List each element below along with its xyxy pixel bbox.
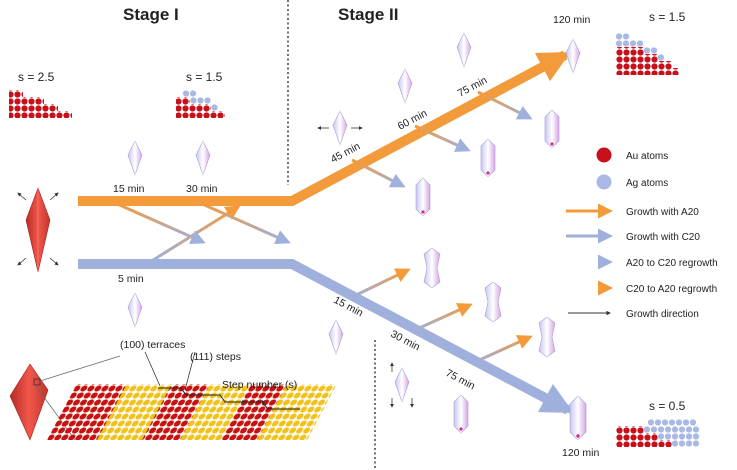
branch-15 <box>351 268 411 299</box>
stage-2-title: Stage II <box>338 5 398 24</box>
branch-30 <box>414 303 473 332</box>
time-15-orange: 15 min <box>113 183 145 195</box>
step-label-top-mid: s = 1.5 <box>186 70 223 84</box>
step-label-top-left: s = 2.5 <box>18 70 55 84</box>
crystal-waist-15 <box>423 247 441 289</box>
facet-illustration <box>9 351 337 441</box>
orange-growth-path <box>78 50 571 206</box>
step-label-bottom-right: s = 0.5 <box>649 399 686 413</box>
crystal-120min-top <box>565 38 581 74</box>
time-120-top: 120 min <box>553 14 591 26</box>
crystal-rod-60 <box>480 138 496 178</box>
atom-stack-top-right <box>615 33 679 75</box>
legend-c20-label: Growth with C20 <box>626 232 700 243</box>
crystal-45min <box>332 110 348 146</box>
label-steps: (111) steps <box>190 351 241 363</box>
legend-ag-label: Ag atoms <box>626 178 668 189</box>
crystal-30min <box>195 140 211 176</box>
atom-stack-top-left <box>9 90 72 118</box>
crystal-30min-blue <box>394 367 410 403</box>
branch-45 <box>351 158 406 188</box>
growth-direction-arrows-30 <box>390 362 414 408</box>
branch-75 <box>477 90 533 120</box>
legend-a20-label: Growth with A20 <box>626 207 699 218</box>
crystal-60min <box>397 68 413 104</box>
branch-75-blue <box>474 335 533 364</box>
legend-direction-label: Growth direction <box>626 309 699 320</box>
crystal-120min-bottom <box>569 395 587 441</box>
seed-crystal <box>25 187 51 273</box>
crystal-15min <box>127 140 143 176</box>
crystal-waist-75 <box>538 316 556 358</box>
atom-stack-bottom-right <box>616 419 700 447</box>
crystal-75min <box>456 32 472 68</box>
branch-60 <box>414 124 471 152</box>
legend-ag-swatch <box>596 174 612 190</box>
legend-au-swatch <box>596 147 612 163</box>
legend-c20-a20-label: C20 to A20 regrowth <box>626 284 717 295</box>
step-label-top-right: s = 1.5 <box>649 10 686 24</box>
crystal-5min <box>127 292 143 328</box>
time-75-blue: 75 min <box>444 367 478 392</box>
crystal-waist-30 <box>484 281 502 323</box>
crystal-rod-45 <box>415 177 431 217</box>
crystal-15min-blue <box>328 319 344 355</box>
legend-au-label: Au atoms <box>626 151 668 162</box>
a20-to-c20-arrow-stage1-b <box>199 201 291 244</box>
time-30-orange: 30 min <box>186 183 218 195</box>
stage-1-title: Stage I <box>123 5 179 24</box>
label-terraces: (100) terraces <box>120 339 185 351</box>
atom-stack-top-mid <box>176 90 225 118</box>
crystal-rod-75 <box>544 109 560 149</box>
label-step-number: Step number (s) <box>222 379 297 391</box>
growth-direction-arrows-seed <box>17 192 59 266</box>
time-5-blue: 5 min <box>118 273 144 285</box>
crystal-rod-75-blue <box>453 394 469 434</box>
time-120-bottom: 120 min <box>562 447 600 459</box>
legend-a20-c20-label: A20 to C20 regrowth <box>626 258 718 269</box>
a20-to-c20-arrow-stage1-a <box>114 201 206 244</box>
legend: Au atoms Ag atoms Growth with A20 Growth… <box>566 147 718 320</box>
